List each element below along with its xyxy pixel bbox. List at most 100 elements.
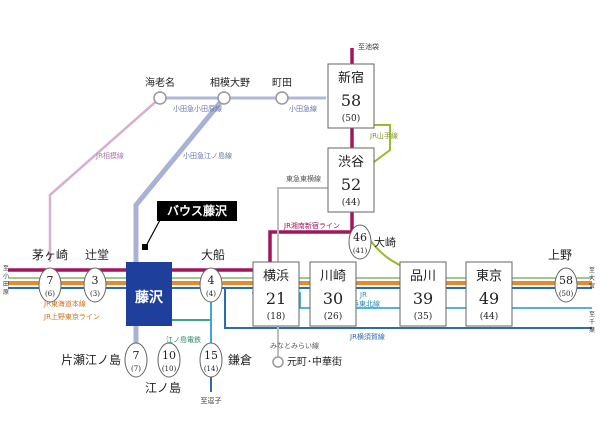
hub-tokyo[interactable]: 東京 49 (44) — [465, 261, 513, 327]
station-machida-label: 町田 — [272, 78, 292, 89]
line-yokosuka-branch — [224, 288, 592, 329]
stop-ofuna[interactable]: 4 (4) 大船 — [199, 248, 225, 303]
direction-omiya-3: 宮 — [589, 282, 595, 290]
hub-kawasaki[interactable]: 川崎 30 (26) — [309, 261, 357, 327]
label-sagami-line: JR相模線 — [95, 151, 124, 160]
stop-time-sub: (10) — [162, 365, 177, 373]
stop-time-sub: (7) — [131, 365, 141, 373]
line-odakyu-enoshima — [133, 96, 226, 262]
hub-time-sub: (26) — [324, 311, 342, 322]
hub-time-sub: (35) — [414, 311, 432, 322]
stop-time: 3 — [92, 274, 99, 287]
label-toyoko: 東急東横線 — [286, 174, 321, 183]
stop-ueno[interactable]: 58 (50) 上野 — [548, 248, 578, 303]
label-yamanote: JR山手線 — [369, 131, 398, 140]
direction-zushi: 至逗子 — [201, 396, 222, 405]
stop-name: 茅ヶ崎 — [32, 248, 68, 262]
line-sagami — [48, 97, 161, 262]
hub-yokohama[interactable]: 横浜 21 (18) — [252, 261, 300, 327]
label-keihin-1: JR — [359, 291, 367, 299]
label-keihin-2: 京浜東北線 — [345, 299, 380, 308]
hub-time-sub: (18) — [267, 311, 285, 322]
stop-time-sub: (14) — [204, 365, 219, 373]
stop-time: 7 — [133, 349, 140, 362]
hub-time-sub: (44) — [342, 197, 360, 208]
hub-name: 東京 — [476, 268, 502, 284]
hub-shinjuku[interactable]: 新宿 58 (50) — [327, 63, 375, 129]
stop-time-sub: (6) — [45, 290, 55, 298]
direction-chiba-1: 至 — [589, 311, 595, 318]
direction-odawara-3: 田 — [3, 281, 9, 288]
direction-odawara-4: 原 — [3, 289, 9, 296]
hub-time: 21 — [266, 289, 286, 308]
station-motomachi-dot[interactable] — [272, 356, 284, 368]
hub-name: 渋谷 — [338, 155, 364, 170]
stop-time: 46 — [353, 231, 367, 244]
direction-chiba-2: 千 — [589, 318, 595, 326]
hub-shibuya[interactable]: 渋谷 52 (44) — [327, 147, 375, 213]
direction-chiba-3: 葉 — [589, 326, 595, 334]
label-odakyu-enoshima: 小田急江ノ島線 — [183, 151, 232, 160]
stop-chigasaki[interactable]: 7 (6) 茅ヶ崎 — [32, 248, 68, 303]
direction-odawara-2: 小 — [3, 272, 9, 280]
hub-time-sub: (44) — [480, 311, 498, 322]
stop-tsujido[interactable]: 3 (3) 辻堂 — [83, 248, 109, 303]
hub-time: 52 — [341, 175, 361, 194]
stop-name: 片瀬江ノ島 — [61, 352, 121, 367]
hub-time: 58 — [341, 91, 361, 110]
stop-osaki[interactable]: 46 (41) 大崎 — [348, 224, 396, 260]
hub-time-sub: (50) — [342, 113, 360, 124]
home-station-label: 藤沢 — [135, 289, 164, 306]
stop-time: 10 — [162, 349, 176, 362]
hub-time: 39 — [413, 289, 433, 308]
hub-name: 横浜 — [263, 269, 289, 284]
stop-enoshima[interactable]: 10 (10) 江ノ島 — [145, 342, 181, 395]
label-enoden: 江ノ島電鉄 — [166, 335, 201, 344]
stop-time-sub: (41) — [353, 247, 368, 255]
callout-text: バウス藤沢 — [167, 203, 228, 218]
station-ebina-label: 海老名 — [145, 76, 175, 89]
station-sagamiono-dot[interactable] — [217, 91, 231, 105]
callout-leader — [145, 219, 161, 247]
direction-omiya-2: 大 — [589, 274, 595, 282]
stop-katase-enoshima[interactable]: 7 (7) 片瀬江ノ島 — [61, 342, 148, 378]
label-tokaido: JR東海道本線 — [43, 299, 86, 308]
stop-time-sub: (50) — [559, 290, 574, 298]
stop-name: 辻堂 — [85, 248, 109, 262]
label-odakyu-odawara-1: 小田急小田原線 — [173, 104, 222, 113]
stop-time-sub: (3) — [90, 290, 100, 298]
station-motomachi-label: 元町･中華街 — [287, 355, 342, 368]
hub-name: 川崎 — [320, 269, 346, 284]
callout-box — [157, 201, 237, 221]
direction-omiya-1: 至 — [589, 267, 595, 274]
direction-odawara-1: 至 — [3, 265, 9, 272]
label-ueno-tokyo: JR上野東京ライン — [43, 312, 100, 321]
direction-ikebukuro: 至池袋 — [358, 42, 379, 51]
stop-name: 上野 — [548, 248, 572, 262]
hub-name: 品川 — [410, 269, 436, 284]
hub-time: 49 — [479, 289, 499, 308]
station-machida-dot[interactable] — [275, 91, 289, 105]
label-yokosuka: JR横須賀線 — [349, 332, 385, 341]
stop-time-sub: (4) — [206, 290, 216, 298]
station-ebina-dot[interactable] — [153, 91, 167, 105]
stop-name: 江ノ島 — [145, 380, 181, 395]
stop-time: 58 — [559, 274, 573, 287]
callout-dot — [142, 244, 148, 250]
stop-name: 大崎 — [374, 235, 396, 249]
stop-kamakura[interactable]: 15 (14) 鎌倉 — [199, 342, 252, 378]
label-minatomirai: みなとみらい線 — [270, 341, 319, 350]
label-odakyu-odawara-2: 小田急線 — [289, 104, 317, 113]
hub-time: 30 — [323, 289, 343, 308]
stop-time: 4 — [208, 274, 215, 287]
station-sagamiono-label: 相模大野 — [210, 76, 250, 89]
label-shonan-shinjuku: JR湘南新宿ライン — [283, 221, 340, 230]
hub-shinagawa[interactable]: 品川 39 (35) — [399, 261, 447, 327]
stop-name: 大船 — [201, 248, 225, 262]
stop-time: 7 — [47, 274, 54, 287]
home-station-box[interactable] — [126, 262, 172, 326]
stop-time: 15 — [204, 349, 218, 362]
stop-name: 鎌倉 — [228, 352, 252, 367]
